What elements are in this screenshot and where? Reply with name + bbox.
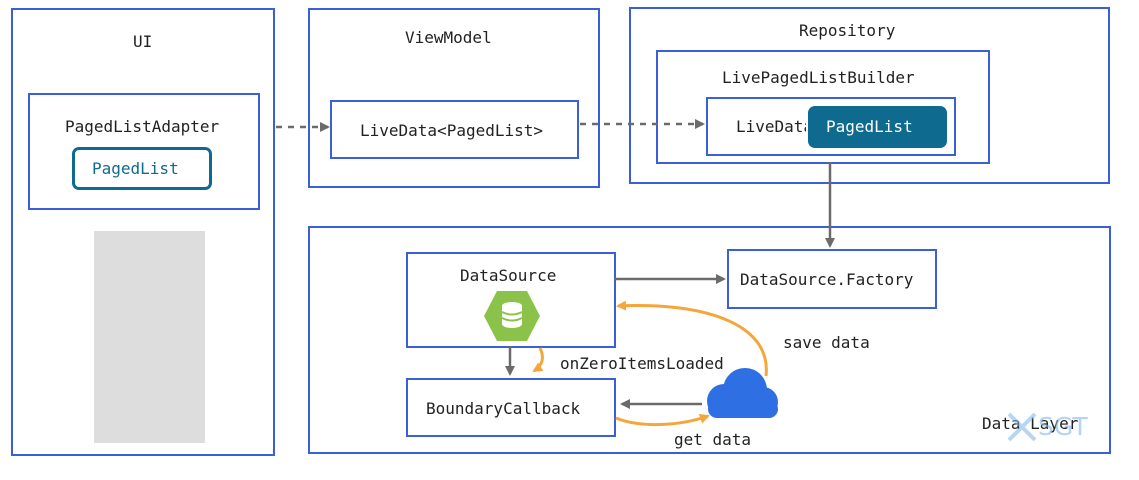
watermark-logo-icon — [1007, 412, 1037, 442]
paged-list-adapter-box: PagedListAdapter PagedList — [28, 93, 260, 210]
repository-livedata-label: LiveData — [736, 117, 806, 136]
datasource-label: DataSource — [460, 266, 557, 285]
on-zero-items-loaded-arrow — [532, 347, 544, 373]
repository-title: Repository — [799, 21, 896, 40]
datasource-box: DataSource — [406, 252, 616, 348]
get-data-arrow — [615, 413, 710, 426]
repository-pagedlist-label: PagedList — [826, 117, 913, 136]
list-placeholder — [94, 231, 205, 443]
repository-panel: Repository LivePagedListBuilder LiveData… — [629, 7, 1110, 184]
data-layer-title: Data Layer — [982, 414, 1079, 433]
boundary-callback-box: BoundaryCallback — [406, 378, 616, 437]
boundary-callback-label: BoundaryCallback — [426, 399, 581, 418]
live-paged-list-builder-box: LivePagedListBuilder LiveData PagedList — [656, 50, 990, 164]
repository-livedata-box: LiveData PagedList — [706, 97, 956, 156]
ui-pagedlist-box: PagedList — [72, 147, 212, 190]
save-data-label: save data — [783, 333, 870, 352]
paged-list-adapter-label: PagedListAdapter — [65, 117, 220, 136]
datasource-factory-box: DataSource.Factory — [727, 249, 937, 309]
repository-pagedlist-pill: PagedList — [808, 106, 947, 148]
ui-pagedlist-label: PagedList — [92, 159, 179, 178]
save-data-arrow — [616, 300, 768, 377]
watermark-text: SGT — [1038, 412, 1088, 441]
viewmodel-livedata-box: LiveData<PagedList> — [330, 100, 579, 159]
viewmodel-title: ViewModel — [405, 28, 492, 47]
live-paged-list-builder-label: LivePagedListBuilder — [722, 68, 915, 87]
viewmodel-panel: ViewModel LiveData<PagedList> — [308, 8, 600, 188]
viewmodel-livedata-label: LiveData<PagedList> — [360, 121, 544, 140]
ui-panel: UI PagedListAdapter PagedList — [11, 8, 275, 456]
datasource-factory-label: DataSource.Factory — [740, 270, 914, 289]
ui-title: UI — [133, 32, 153, 51]
get-data-label: get data — [674, 430, 752, 449]
on-zero-items-loaded-label: onZeroItemsLoaded — [560, 354, 724, 373]
database-icon — [484, 291, 540, 341]
cloud-icon — [707, 368, 778, 418]
